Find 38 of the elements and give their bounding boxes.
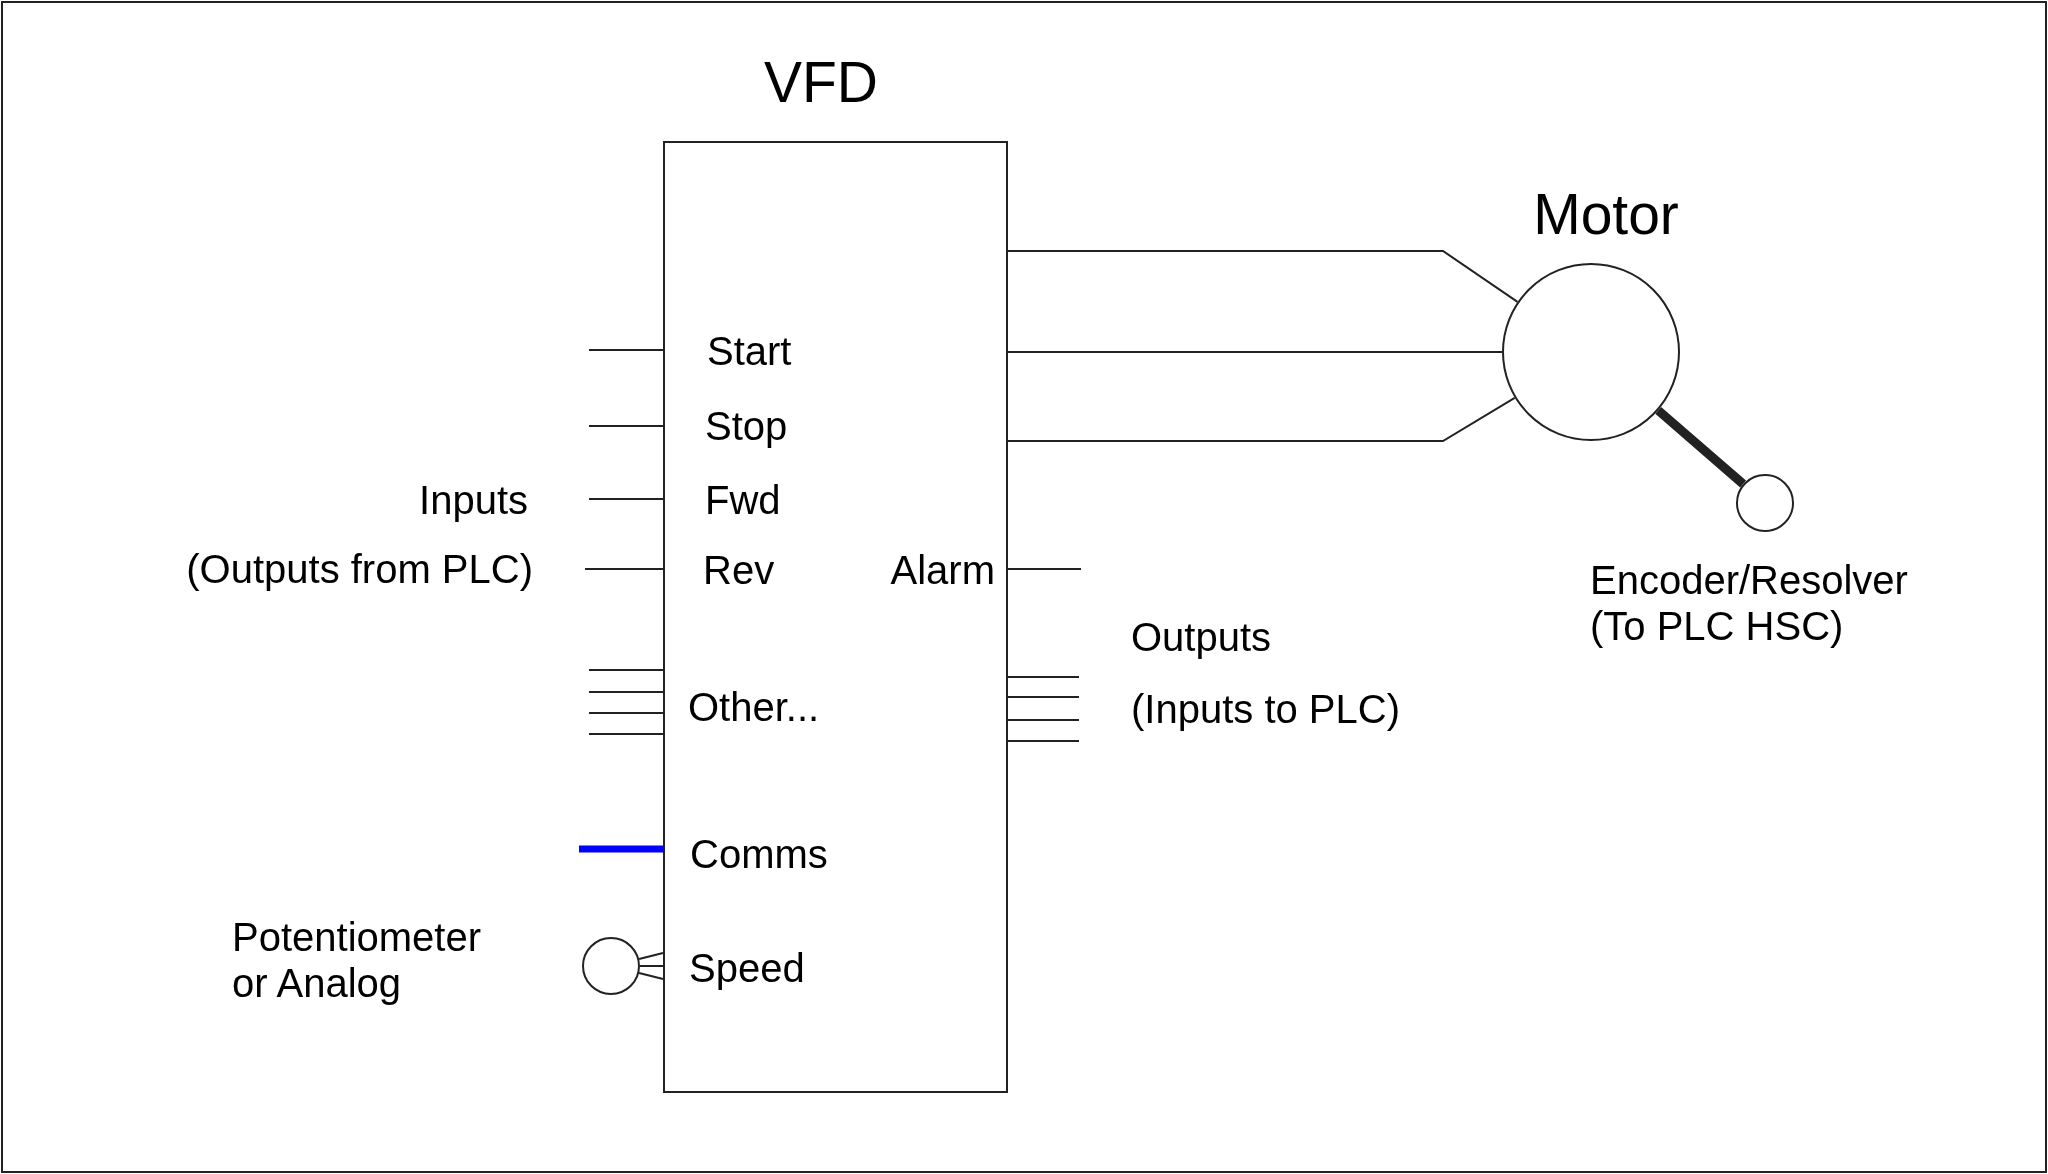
terminal-label: Start xyxy=(707,328,792,374)
terminal-label: Other... xyxy=(688,684,820,730)
terminal-wire xyxy=(1007,676,1080,678)
signal-group-label: Outputs xyxy=(1131,614,1272,660)
signal-group-label: Inputs xyxy=(419,477,528,523)
potentiometer-caption: Potentiometer or Analog xyxy=(232,914,483,1006)
potentiometer-circle xyxy=(582,937,640,995)
terminal-wire xyxy=(1007,719,1080,721)
terminal-wire xyxy=(588,712,664,714)
terminal-label: Speed xyxy=(689,945,805,991)
device-title: VFD xyxy=(764,50,878,116)
terminal-wire xyxy=(1007,740,1080,742)
wire xyxy=(1007,396,1516,442)
wire xyxy=(639,965,664,967)
encoder-circle xyxy=(1736,474,1794,532)
terminal-label: Fwd xyxy=(705,477,781,523)
terminal-label: Stop xyxy=(705,403,788,449)
terminal-wire xyxy=(1007,696,1080,698)
terminal-label: Alarm xyxy=(890,547,995,593)
terminal-label: Comms xyxy=(690,831,828,877)
terminal-label: Rev xyxy=(703,547,775,593)
wire xyxy=(1007,250,1519,303)
signal-group-label: (Inputs to PLC) xyxy=(1131,686,1400,732)
terminal-wire xyxy=(1007,568,1082,570)
motor-shaft xyxy=(1655,406,1747,488)
terminal-wire xyxy=(588,425,664,427)
wire xyxy=(1007,351,1503,353)
terminal-wire xyxy=(588,669,664,671)
motor-title: Motor xyxy=(1533,182,1679,248)
wire xyxy=(638,972,664,980)
encoder-caption: Encoder/Resolver (To PLC HSC) xyxy=(1590,557,1909,649)
signal-group-label: (Outputs from PLC) xyxy=(186,546,533,592)
terminal-wire xyxy=(588,349,664,351)
terminal-wire xyxy=(588,498,664,500)
terminal-wire xyxy=(588,733,664,735)
terminal-wire xyxy=(584,568,664,570)
wire xyxy=(638,952,664,960)
terminal-wire xyxy=(588,691,664,693)
